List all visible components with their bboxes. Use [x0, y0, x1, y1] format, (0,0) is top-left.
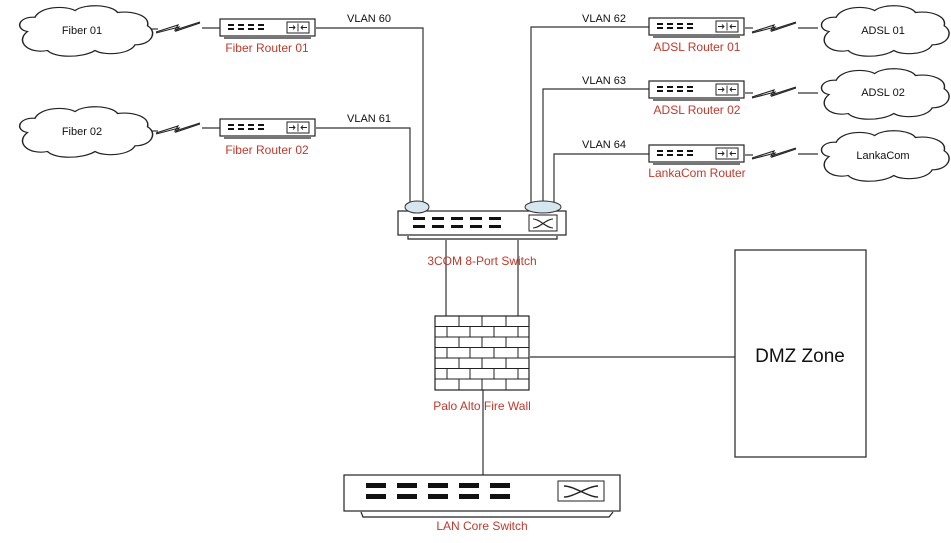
cloud-fiber-01: Fiber 01 [18, 5, 154, 57]
palo-alto-firewall: Palo Alto Fire Wall [433, 315, 531, 413]
vlan-label-62: VLAN 62 [582, 13, 626, 25]
cloud-lankacom: LankaCom [820, 130, 950, 182]
svg-text:3COM 8-Port Switch: 3COM 8-Port Switch [427, 254, 536, 268]
link-vlan-62 [530, 26, 649, 205]
svg-text:ADSL Router 01: ADSL Router 01 [654, 40, 741, 54]
link-vlan-61 [316, 127, 411, 205]
router-icon [648, 17, 745, 38]
vlan-port-left [404, 200, 430, 214]
svg-text:ADSL 01: ADSL 01 [861, 25, 905, 37]
adsl-router-01: ADSL Router 01 [648, 17, 745, 54]
svg-text:Palo Alto Fire Wall: Palo Alto Fire Wall [433, 399, 531, 413]
fiber-router-01: Fiber Router 01 [219, 18, 316, 55]
adsl-router-02: ADSL Router 02 [648, 80, 745, 117]
vlan-label-64: VLAN 64 [582, 139, 626, 151]
svg-text:Fiber 01: Fiber 01 [62, 25, 102, 37]
svg-text:ADSL 02: ADSL 02 [861, 87, 905, 99]
dmz-zone: DMZ Zone [734, 249, 867, 458]
svg-text:Fiber 02: Fiber 02 [62, 126, 102, 138]
serial-link-icon [155, 21, 201, 34]
serial-link-icon [751, 147, 797, 160]
serial-link-icon [155, 122, 201, 135]
serial-link-icon [751, 21, 797, 34]
link-vlan-63 [542, 88, 649, 205]
svg-text:LAN Core Switch: LAN Core Switch [436, 519, 527, 533]
firewall-icon [434, 315, 530, 391]
vlan-port-right [524, 200, 562, 214]
3com-switch: 3COM 8-Port Switch [397, 200, 567, 268]
vlan-label-63: VLAN 63 [582, 75, 626, 87]
cloud-adsl-01: ADSL 01 [820, 5, 950, 57]
svg-text:DMZ Zone: DMZ Zone [755, 346, 845, 367]
switch-icon [343, 474, 621, 518]
cloud-fiber-02: Fiber 02 [18, 106, 154, 158]
svg-text:Fiber Router 02: Fiber Router 02 [225, 143, 309, 157]
svg-text:ADSL Router 02: ADSL Router 02 [654, 103, 741, 117]
svg-text:LankaCom: LankaCom [856, 150, 909, 162]
lan-core-switch: LAN Core Switch [343, 474, 621, 533]
cloud-adsl-02: ADSL 02 [820, 68, 950, 120]
serial-link-icon [751, 86, 797, 99]
link-vlan-60 [316, 27, 424, 205]
lankacom-router: LankaCom Router [648, 144, 746, 180]
svg-text:LankaCom Router: LankaCom Router [648, 166, 745, 180]
router-icon [648, 80, 745, 101]
router-icon [648, 144, 745, 165]
vlan-label-61: VLAN 61 [347, 113, 391, 125]
svg-text:Fiber Router 01: Fiber Router 01 [225, 41, 309, 55]
link-vlan-64 [553, 153, 649, 205]
switch-icon [397, 210, 567, 240]
vlan-label-60: VLAN 60 [347, 13, 391, 25]
fiber-router-02: Fiber Router 02 [219, 118, 316, 157]
router-icon [219, 18, 316, 39]
router-icon [219, 118, 316, 139]
